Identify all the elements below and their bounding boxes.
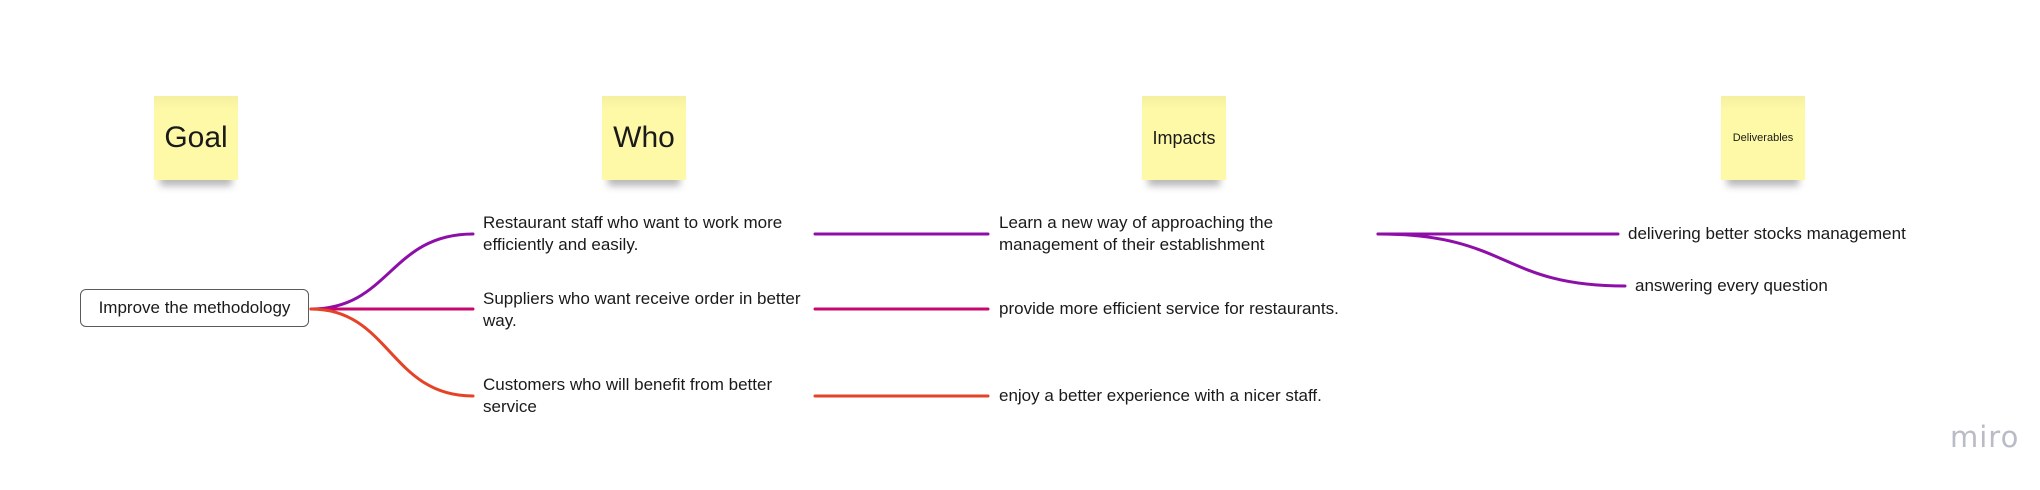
connector-goal-to-who-3 bbox=[309, 307, 475, 398]
who-node-1[interactable]: Restaurant staff who want to work more e… bbox=[483, 213, 783, 254]
deliverable-node-2[interactable]: answering every question bbox=[1635, 276, 1828, 295]
sticky-note-impacts[interactable]: Impacts bbox=[1142, 96, 1226, 180]
sticky-note-who[interactable]: Who bbox=[602, 96, 686, 180]
connector-goal-to-who-1 bbox=[309, 232, 475, 311]
impact-node-2[interactable]: provide more efficient service for resta… bbox=[999, 299, 1339, 318]
goal-node[interactable]: Improve the methodology bbox=[80, 289, 309, 327]
sticky-note-goal[interactable]: Goal bbox=[154, 96, 238, 180]
sticky-note-deliverables[interactable]: Deliverables bbox=[1721, 96, 1805, 180]
who-node-3[interactable]: Customers who will benefit from better s… bbox=[483, 375, 773, 416]
sticky-note-deliverables-label: Deliverables bbox=[1732, 132, 1794, 144]
deliverable-node-1[interactable]: delivering better stocks management bbox=[1628, 224, 1906, 243]
sticky-note-who-label: Who bbox=[613, 121, 675, 154]
goal-node-label: Improve the methodology bbox=[98, 298, 291, 317]
who-node-2[interactable]: Suppliers who want receive order in bett… bbox=[483, 289, 801, 330]
sticky-note-goal-label: Goal bbox=[164, 121, 228, 154]
sticky-note-impacts-label: Impacts bbox=[1152, 127, 1216, 148]
impact-node-1[interactable]: Learn a new way of approaching the manag… bbox=[999, 213, 1274, 254]
impact-node-3[interactable]: enjoy a better experience with a nicer s… bbox=[999, 386, 1322, 405]
connector-impact-to-deliverable-2 bbox=[1376, 232, 1627, 288]
miro-logo: miro bbox=[1950, 420, 2020, 454]
